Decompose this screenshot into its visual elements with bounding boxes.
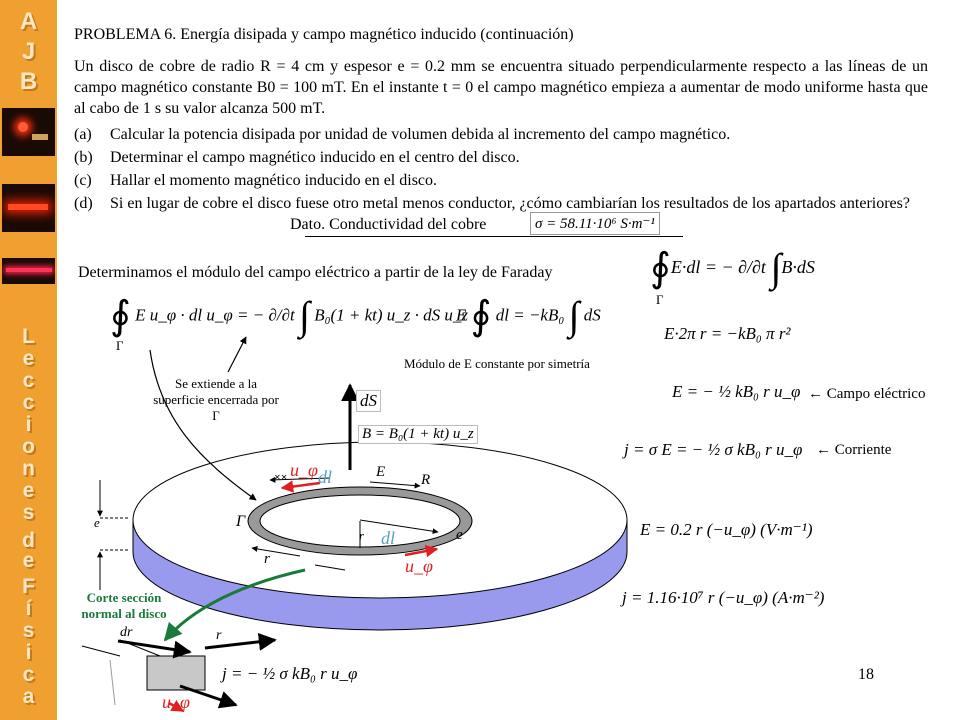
dato-formula: σ = 58.11·10⁶ S·m⁻¹ — [530, 212, 660, 235]
sidebar-letter: F — [22, 575, 35, 598]
problem-items: (a) Calcular la potencia disipada por un… — [74, 124, 928, 214]
sidebar-letter: e — [22, 347, 35, 370]
u-phi-arrow — [404, 544, 439, 558]
equation-5: j = σ E = − ½ σ kB₀ r u_φ — [624, 440, 803, 459]
sidebar-photo-spectrum — [2, 258, 55, 284]
equation-6: E = 0.2 r (−u_φ) (V·m⁻¹) — [640, 520, 813, 539]
dato-label: Dato. Conductividad del cobre — [290, 216, 487, 233]
divider — [305, 236, 683, 237]
item-text: Calcular la potencia disipada por unidad… — [110, 126, 731, 143]
dl-label: dl — [318, 467, 333, 487]
eq2-text: = −kB₀ — [513, 305, 565, 325]
gamma-label: Γ — [236, 513, 246, 530]
item-text: Hallar el momento magnético inducido en … — [110, 172, 438, 189]
dl-label: dl — [381, 528, 396, 548]
cross-section — [81, 632, 277, 709]
sidebar-photo-laser — [2, 108, 55, 156]
sidebar-letter: c — [22, 369, 35, 392]
u-phi-arrow — [280, 480, 321, 493]
svg-text:✕✕: ✕✕ — [274, 473, 287, 482]
item-label: (a) — [74, 126, 92, 143]
sidebar-letter: B — [19, 68, 38, 95]
label-campo: ← Campo eléctrico — [808, 386, 926, 402]
eq1-rhs: B₀(1 + kt) u_z · dS u_z — [314, 305, 469, 325]
r-label: r — [359, 528, 365, 543]
section-caption: Corte sección normal al disco — [81, 590, 167, 621]
e-label: e — [456, 527, 463, 543]
section-arrow — [163, 568, 306, 642]
problem-item-a: (a) Calcular la potencia disipada por un… — [74, 124, 928, 145]
solution-intro: Determinamos el módulo del campo eléctri… — [78, 264, 553, 281]
note-surface: Se extiende a la superficie encerrada po… — [153, 376, 279, 423]
equation-1: ∮ E u_φ · dl u_φ = − ∂/∂t ∫ B₀(1 + kt) u… — [110, 293, 469, 338]
item-label: (d) — [74, 195, 93, 212]
item-label: (c) — [74, 172, 92, 189]
r-label: r — [264, 551, 270, 567]
u-phi-label: u_φ — [162, 692, 190, 712]
sidebar-letter: o — [22, 435, 35, 458]
note-modulo: Módulo de E constante por simetría — [404, 356, 590, 371]
problem-item-b: (b) Determinar el campo magnético induci… — [74, 147, 928, 168]
sidebar-letter: s — [22, 501, 35, 524]
faraday-equation: ∮E·dl = − ∂/∂t ∫B·dS — [650, 245, 815, 290]
sidebar-letter: L — [22, 325, 35, 348]
equation-8: j = − ½ σ kB₀ r u_φ — [222, 664, 358, 683]
sidebar-letter: d — [22, 529, 35, 552]
sidebar-letter: a — [22, 685, 35, 708]
sidebar-photo-beam — [2, 184, 55, 232]
problem-title: PROBLEMA 6. Energía disipada y campo mag… — [74, 26, 574, 43]
u-phi-label: u_φ — [405, 556, 433, 576]
equation-4: E = − ½ kB₀ r u_φ — [672, 382, 801, 401]
dr-label: dr — [120, 625, 133, 640]
item-text: Determinar el campo magnético inducido e… — [110, 149, 520, 166]
R-label: R — [421, 472, 431, 488]
label-corriente: ← Corriente — [816, 442, 892, 458]
sidebar: A J B L e c c i o n e s d e F í s i c a — [0, 0, 57, 720]
dS-label: dS — [356, 390, 381, 412]
sidebar-letter: e — [22, 549, 35, 572]
e-dim-label: e — [94, 515, 100, 530]
problem-item-d: (d) Si en lugar de cobre el disco fuese … — [74, 193, 928, 214]
equation-7: j = 1.16·10⁷ r (−u_φ) (A·m⁻²) — [622, 588, 825, 607]
sidebar-letter: i — [25, 413, 32, 436]
sidebar-letter: c — [22, 391, 35, 414]
gamma-sub: Γ — [656, 292, 664, 307]
item-text: Si en lugar de cobre el disco fuese otro… — [110, 195, 910, 212]
faraday-rhs: = − ∂/∂t — [704, 257, 766, 277]
E-label: E — [376, 464, 386, 480]
B-field-label: B = B₀(1 + kt) u_z — [358, 425, 478, 444]
sidebar-letter: s — [22, 619, 35, 642]
r-label: r — [216, 628, 222, 643]
problem-item-c: (c) Hallar el momento magnético inducido… — [74, 170, 928, 191]
eq1-lhs: E u_φ · dl u_φ = − — [135, 305, 265, 325]
item-label: (b) — [74, 149, 93, 166]
problem-statement: Un disco de cobre de radio R = 4 cm y es… — [74, 58, 928, 117]
sidebar-letter: n — [22, 457, 35, 480]
gamma-sub: Γ — [116, 338, 124, 353]
page-number: 18 — [858, 666, 874, 683]
equation-2: E ∮ dl = −kB₀ ∫ dS — [456, 293, 601, 338]
sidebar-letter: e — [22, 479, 35, 502]
sidebar-letter: A — [19, 8, 38, 35]
equation-3: E·2π r = −kB₀ π r² — [664, 324, 791, 343]
sidebar-letter: i — [25, 641, 32, 664]
sidebar-letter: í — [25, 597, 32, 620]
sidebar-letter: c — [22, 663, 35, 686]
u-phi-label: u_φ — [290, 460, 318, 480]
sidebar-letter: J — [21, 38, 36, 65]
u-phi-arrow — [168, 699, 185, 713]
